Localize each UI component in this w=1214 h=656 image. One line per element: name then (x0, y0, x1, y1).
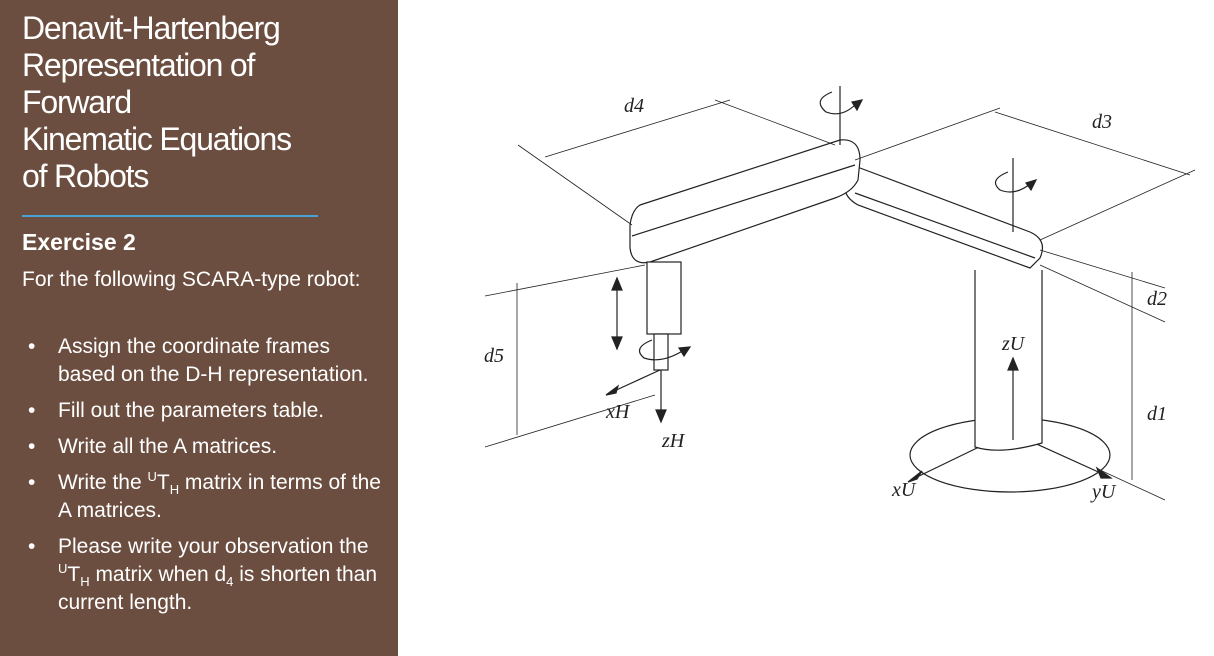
d5-ext-top (484, 264, 646, 297)
label-zu: zU (1001, 333, 1026, 355)
xh-arrowhead (605, 384, 620, 396)
label-yu: yU (1090, 481, 1117, 503)
yu-arrowhead (1095, 466, 1113, 479)
label-xu: xU (891, 479, 917, 501)
label-d5: d5 (484, 345, 504, 367)
task-item: • Please write your observation the UTH … (22, 533, 382, 617)
label-zh: zH (661, 430, 686, 452)
label-d4: d4 (624, 95, 644, 117)
xh-axis (611, 369, 661, 393)
title-divider (22, 215, 318, 217)
scara-robot-diagram: d4 d3 d2 d1 d5 zU xU yU xH zH (484, 86, 1196, 503)
zu-arrowhead (1007, 356, 1019, 371)
label-xh: xH (605, 401, 631, 423)
exercise-intro: For the following SCARA-type robot: (22, 268, 361, 291)
task-text: Write the UTH matrix in terms of the A m… (58, 469, 381, 522)
d3-dim (994, 111, 1191, 176)
task-item: • Write the UTH matrix in terms of the A… (22, 469, 382, 525)
d3-ext-left (854, 107, 1001, 161)
zh-arrowhead (655, 409, 667, 424)
task-text: Please write your observation the UTH ma… (58, 535, 377, 614)
joint2-rotation-icon (819, 91, 857, 115)
task-text: Write all the A matrices. (58, 435, 278, 458)
d2-ext-top (1039, 249, 1166, 289)
task-item: • Fill out the parameters table. (22, 397, 382, 425)
task-item: • Write all the A matrices. (22, 433, 382, 461)
d4-ext-left (517, 144, 633, 226)
upper-arm-edge (854, 192, 1036, 259)
bullet-marker: • (28, 335, 36, 358)
d2-ext-bot (1039, 264, 1166, 323)
label-d3: d3 (1092, 111, 1112, 133)
prismatic-arrowhead-up (611, 276, 623, 291)
exercise-heading: Exercise 2 (22, 229, 136, 255)
bullet-marker: • (28, 535, 36, 558)
tool-stem (646, 261, 682, 335)
tool-tip (653, 333, 669, 371)
d1-ext-bot (1099, 469, 1166, 501)
task-text: Assign the coordinate frames based on th… (58, 335, 369, 386)
d3-ext-right (1039, 169, 1196, 241)
slide-title: Denavit-Hartenberg Representation of For… (22, 10, 292, 194)
task-list: • Assign the coordinate frames based on … (22, 333, 382, 625)
bullet-marker: • (28, 399, 36, 422)
d4-dim (544, 99, 731, 158)
lower-arm-edge (631, 164, 856, 237)
xu-arrowhead (907, 470, 923, 483)
d5-ext-bot (484, 394, 656, 448)
label-d2: d2 (1147, 288, 1167, 310)
lower-arm (629, 139, 861, 264)
bullet-marker: • (28, 435, 36, 458)
base-column (974, 270, 1043, 451)
bullet-marker: • (28, 471, 36, 494)
sidebar-panel: Denavit-Hartenberg Representation of For… (0, 0, 398, 656)
task-text: Fill out the parameters table. (58, 399, 325, 422)
prismatic-arrowhead-down (611, 336, 623, 351)
task-item: • Assign the coordinate frames based on … (22, 333, 382, 389)
label-d1: d1 (1147, 403, 1167, 425)
d4-ext-right (714, 99, 836, 146)
joint3-rotation-icon (638, 339, 685, 361)
joint1-rotation-icon (994, 171, 1031, 193)
